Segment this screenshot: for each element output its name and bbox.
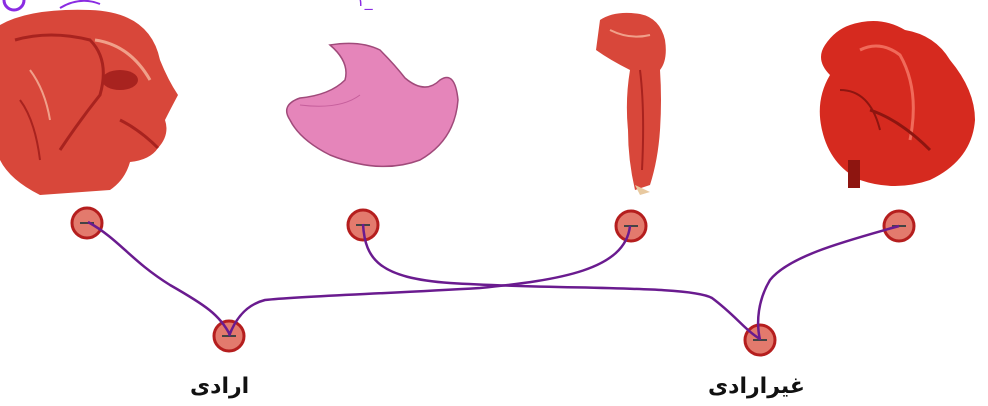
line-stomach-to-involuntary bbox=[363, 224, 760, 339]
label-involuntary: غیرارادی bbox=[708, 374, 805, 399]
corner-mark-arc bbox=[60, 1, 100, 8]
label-voluntary: ارادی bbox=[190, 374, 249, 399]
line-face-to-voluntary bbox=[88, 222, 230, 335]
dot-face[interactable] bbox=[72, 208, 102, 238]
stomach-image[interactable] bbox=[287, 43, 458, 166]
header-fragment: ۱_ bbox=[356, 0, 374, 11]
heart-image[interactable] bbox=[820, 21, 975, 188]
corner-mark bbox=[4, 0, 24, 10]
arm-muscles-image[interactable] bbox=[596, 13, 666, 195]
line-heart-to-involuntary bbox=[758, 226, 899, 340]
face-muscles-image[interactable] bbox=[0, 10, 178, 195]
dot-arm[interactable] bbox=[616, 211, 646, 241]
